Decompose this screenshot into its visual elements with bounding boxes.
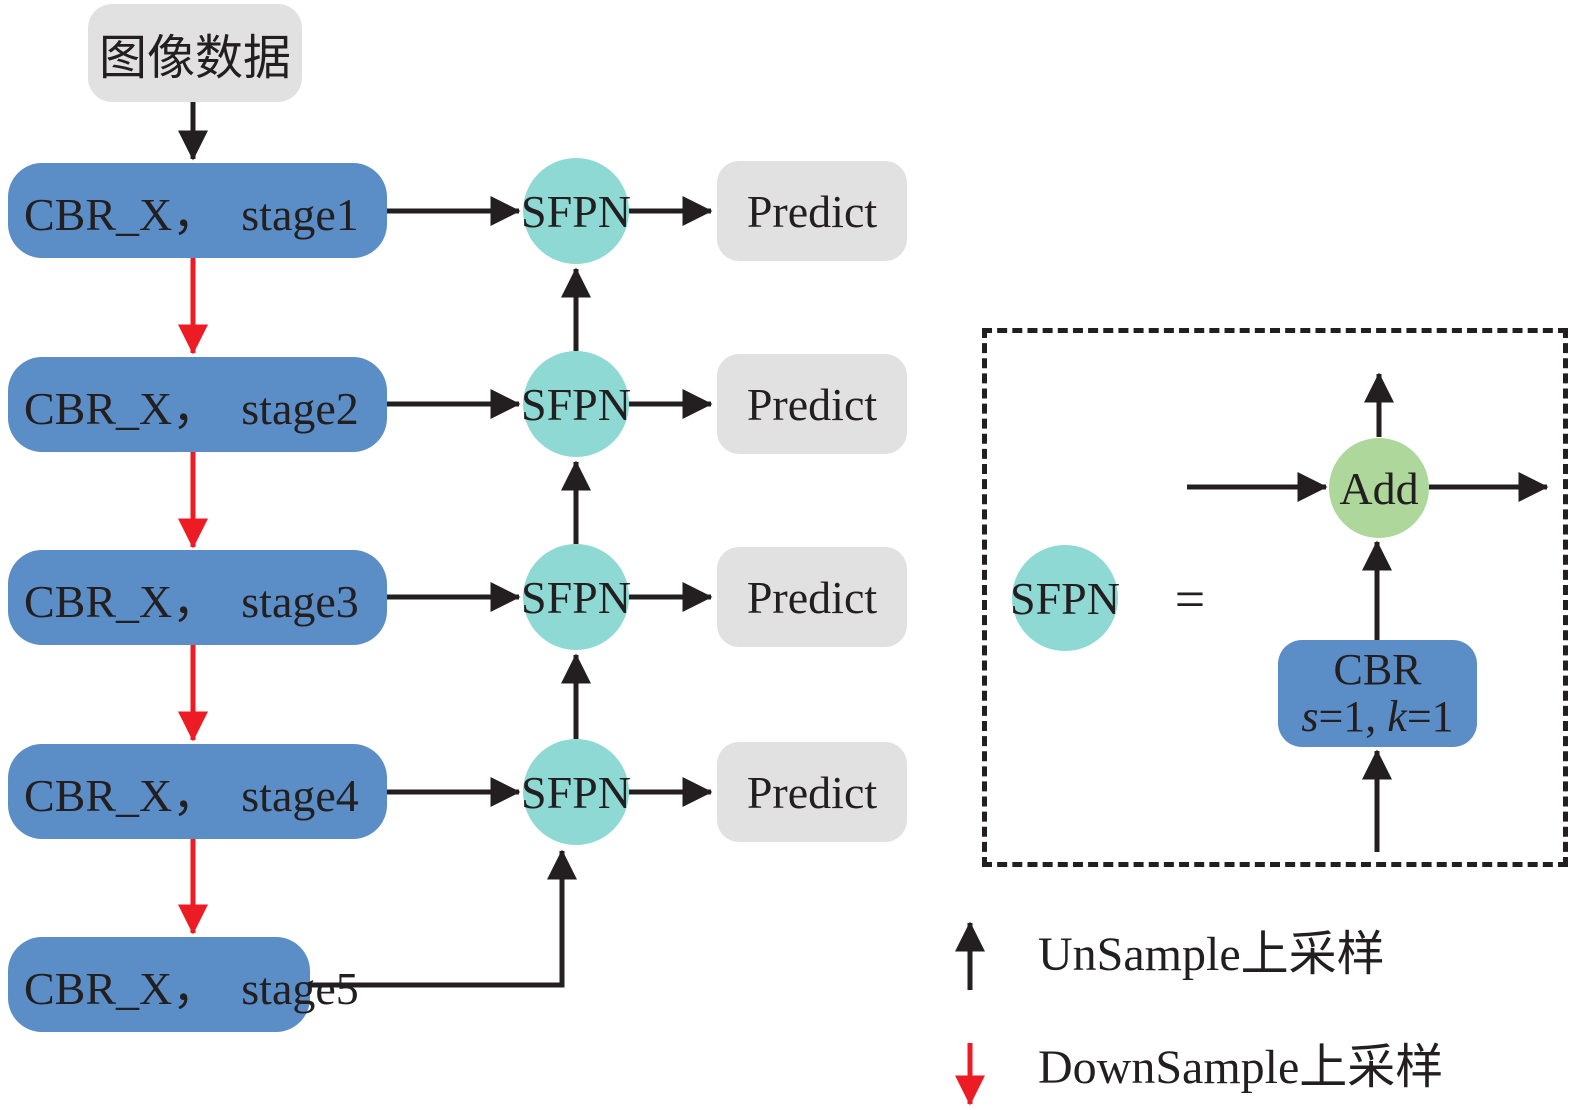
stage4-label: CBR_X， stage4 [24,769,359,821]
stage2-node: CBR_X， stage2 [8,357,387,452]
stage4-node: CBR_X， stage4 [8,744,387,839]
sfpn1-node: SFPN [521,158,631,264]
predict1-node: Predict [717,161,907,261]
stage5-node: CBR_X， stage5 [8,937,359,1032]
predict4-node: Predict [717,742,907,842]
add-node: Add [1329,438,1429,538]
stage2-label: CBR_X， stage2 [24,382,359,434]
cbr-title: CBR [1333,644,1422,694]
stage5-label: CBR_X， stage5 [24,962,359,1014]
stage3-label: CBR_X， stage3 [24,575,359,627]
predict2-label: Predict [746,378,878,430]
legend-upsample-label: UnSample上采样 [1038,928,1385,981]
sfpn-detail-panel [982,328,1568,867]
predict3-node: Predict [717,547,907,647]
cbr-param-k: k [1387,691,1407,741]
equals-sign: = [1174,569,1206,629]
sfpn3-node: SFPN [521,544,631,650]
sfpn2-label: SFPN [521,378,631,430]
cbr-node: CBR s=1, k=1 [1278,640,1477,747]
sfpn4-node: SFPN [521,739,631,845]
sfpn1-label: SFPN [521,185,631,237]
stage1-node: CBR_X， stage1 [8,163,387,258]
sfpn-legend-label: SFPN [1010,572,1120,624]
sfpn2-node: SFPN [521,351,631,457]
stage3-node: CBR_X， stage3 [8,550,387,645]
sfpn4-label: SFPN [521,766,631,818]
input-data-label: 图像数据 [98,32,291,85]
add-label: Add [1339,462,1419,514]
stage1-label: CBR_X， stage1 [24,188,359,240]
sfpn-legend-node: SFPN [1010,545,1120,651]
cbr-params: s=1, k=1 [1301,691,1454,741]
cbr-param-s: s [1301,691,1319,741]
predict1-label: Predict [746,185,878,237]
sfpn3-label: SFPN [521,571,631,623]
legend-downsample-label: DownSample上采样 [1038,1041,1444,1094]
input-data-node: 图像数据 [88,4,302,102]
cbr-param-eq2: =1 [1406,691,1454,741]
predict2-node: Predict [717,354,907,454]
predict3-label: Predict [746,571,878,623]
cbr-param-eq1: =1, [1318,691,1388,741]
predict4-label: Predict [746,766,878,818]
